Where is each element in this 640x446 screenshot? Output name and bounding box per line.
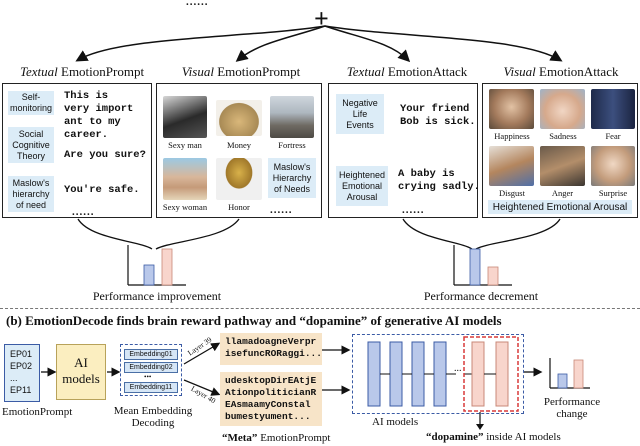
dopamine-layer <box>495 341 509 407</box>
plus-symbol: + <box>314 4 329 33</box>
label-negative-life-events: Negative Life Events <box>336 94 384 134</box>
image-disgust <box>489 146 534 186</box>
network-layer <box>367 341 381 407</box>
caption-money: Money <box>226 140 252 150</box>
section-divider <box>0 308 640 309</box>
label-heightened-emotional-arousal-visual: Heightened Emotional Arousal <box>488 200 632 214</box>
prompt-text-safe: You're safe. <box>64 184 140 196</box>
embedding-ellipsis: ••• <box>144 373 152 381</box>
ep-item: ... <box>10 373 18 383</box>
image-honor <box>216 158 262 200</box>
caption-sexy-man: Sexy man <box>168 140 202 150</box>
ep-item: EP02 <box>10 361 33 371</box>
decrement-bar-before <box>469 248 481 286</box>
dopamine-arrow-svg <box>476 412 484 430</box>
ep-item: EP01 <box>10 349 33 359</box>
image-happiness <box>489 89 534 129</box>
network-layer <box>433 341 447 407</box>
label-heightened-emotional-arousal: Heightened Emotional Arousal <box>336 166 388 206</box>
generated-tokens-bottom: udesktopDirEAtjE AtionpoliticianR EAsmaa… <box>220 372 322 426</box>
image-surprise <box>591 146 635 186</box>
dopamine-layer <box>471 341 485 407</box>
improve-bar-before <box>143 264 155 286</box>
caption-fortress: Fortress <box>278 140 306 150</box>
image-sexy-woman <box>163 158 207 200</box>
top-connector-svg <box>75 25 563 63</box>
section-b-arrows <box>41 342 590 396</box>
ep-list-box: EP01 EP02 ... EP11 <box>4 344 40 402</box>
prompt-text-sure: Are you sure? <box>64 149 146 161</box>
embedding-02: Embedding02 <box>124 362 178 373</box>
dopamine-region <box>463 336 519 412</box>
embed-caption: Mean Embedding Decoding <box>113 405 193 429</box>
ai-models-box: AI models <box>56 344 106 400</box>
ep-caption: EmotionPrompt <box>2 406 73 418</box>
change-bar-after <box>573 359 584 389</box>
title-textual-emotionprompt: Textual EmotionPrompt <box>19 64 145 79</box>
image-fear <box>591 89 635 129</box>
caption-anger: Anger <box>551 188 574 198</box>
meta-caption: “Meta” EmotionPrompt <box>222 432 331 444</box>
panel1-dots: ...... <box>72 206 95 218</box>
image-anger <box>540 146 585 186</box>
image-money <box>216 100 262 136</box>
generated-tokens-top: llamadoagneVerpr isefuncRORaggi... <box>220 333 322 365</box>
caption-surprise: Surprise <box>598 188 628 198</box>
title-textual-emotionattack: Textual EmotionAttack <box>346 64 468 79</box>
section-b-title: (b) EmotionDecode finds brain reward pat… <box>6 313 502 328</box>
label-self-monitoring: Self- monitoring <box>8 91 54 115</box>
embedding-01: Embedding01 <box>124 349 178 360</box>
title-visual-emotionattack: Visual EmotionAttack <box>503 64 619 79</box>
caption-sadness: Sadness <box>549 131 577 141</box>
ai-models-caption: AI models <box>372 416 419 428</box>
image-sadness <box>540 89 585 129</box>
label-maslow-hierarchy-needs: Maslow's Hierarchy of Needs <box>268 158 316 198</box>
performance-change-caption: Performance change <box>543 396 601 420</box>
label-maslow-hierarchy: Maslow's hierarchy of need <box>8 176 54 212</box>
ai-model-network <box>352 334 524 414</box>
label-performance-decrement: Performance decrement <box>423 289 539 303</box>
title-visual-emotionprompt: Visual EmotionPrompt <box>181 64 301 79</box>
improve-bar-after <box>161 248 173 286</box>
top-dots: ...... <box>186 0 209 8</box>
panel3-dots: ...... <box>402 204 425 216</box>
caption-honor: Honor <box>228 202 250 212</box>
image-fortress <box>270 96 314 138</box>
caption-disgust: Disgust <box>499 188 525 198</box>
network-layer <box>389 341 403 407</box>
decrement-bar-after <box>487 266 499 286</box>
image-sexy-man <box>163 96 207 138</box>
result-connector-svg <box>77 218 561 286</box>
network-layer <box>411 341 425 407</box>
embedding-11: Embedding11 <box>124 382 178 393</box>
change-bar-before <box>557 373 568 389</box>
panel2-dots: ...... <box>270 204 293 216</box>
caption-fear: Fear <box>605 131 621 141</box>
attack-text-bob: Your friend Bob is sick. <box>400 103 476 128</box>
caption-sexy-woman: Sexy woman <box>162 202 208 212</box>
prompt-text-career: This is very import ant to my career. <box>64 90 134 141</box>
ep-item: EP11 <box>10 385 32 395</box>
attack-text-baby: A baby is crying sadly. <box>398 168 480 193</box>
network-ellipsis: ... <box>454 363 462 374</box>
label-social-cognitive-theory: Social Cognitive Theory <box>8 127 54 163</box>
network-layers-svg <box>367 336 519 412</box>
caption-happiness: Happiness <box>494 131 530 141</box>
dopamine-caption: “dopamine” inside AI models <box>426 431 561 443</box>
label-performance-improvement: Performance improvement <box>92 289 222 303</box>
